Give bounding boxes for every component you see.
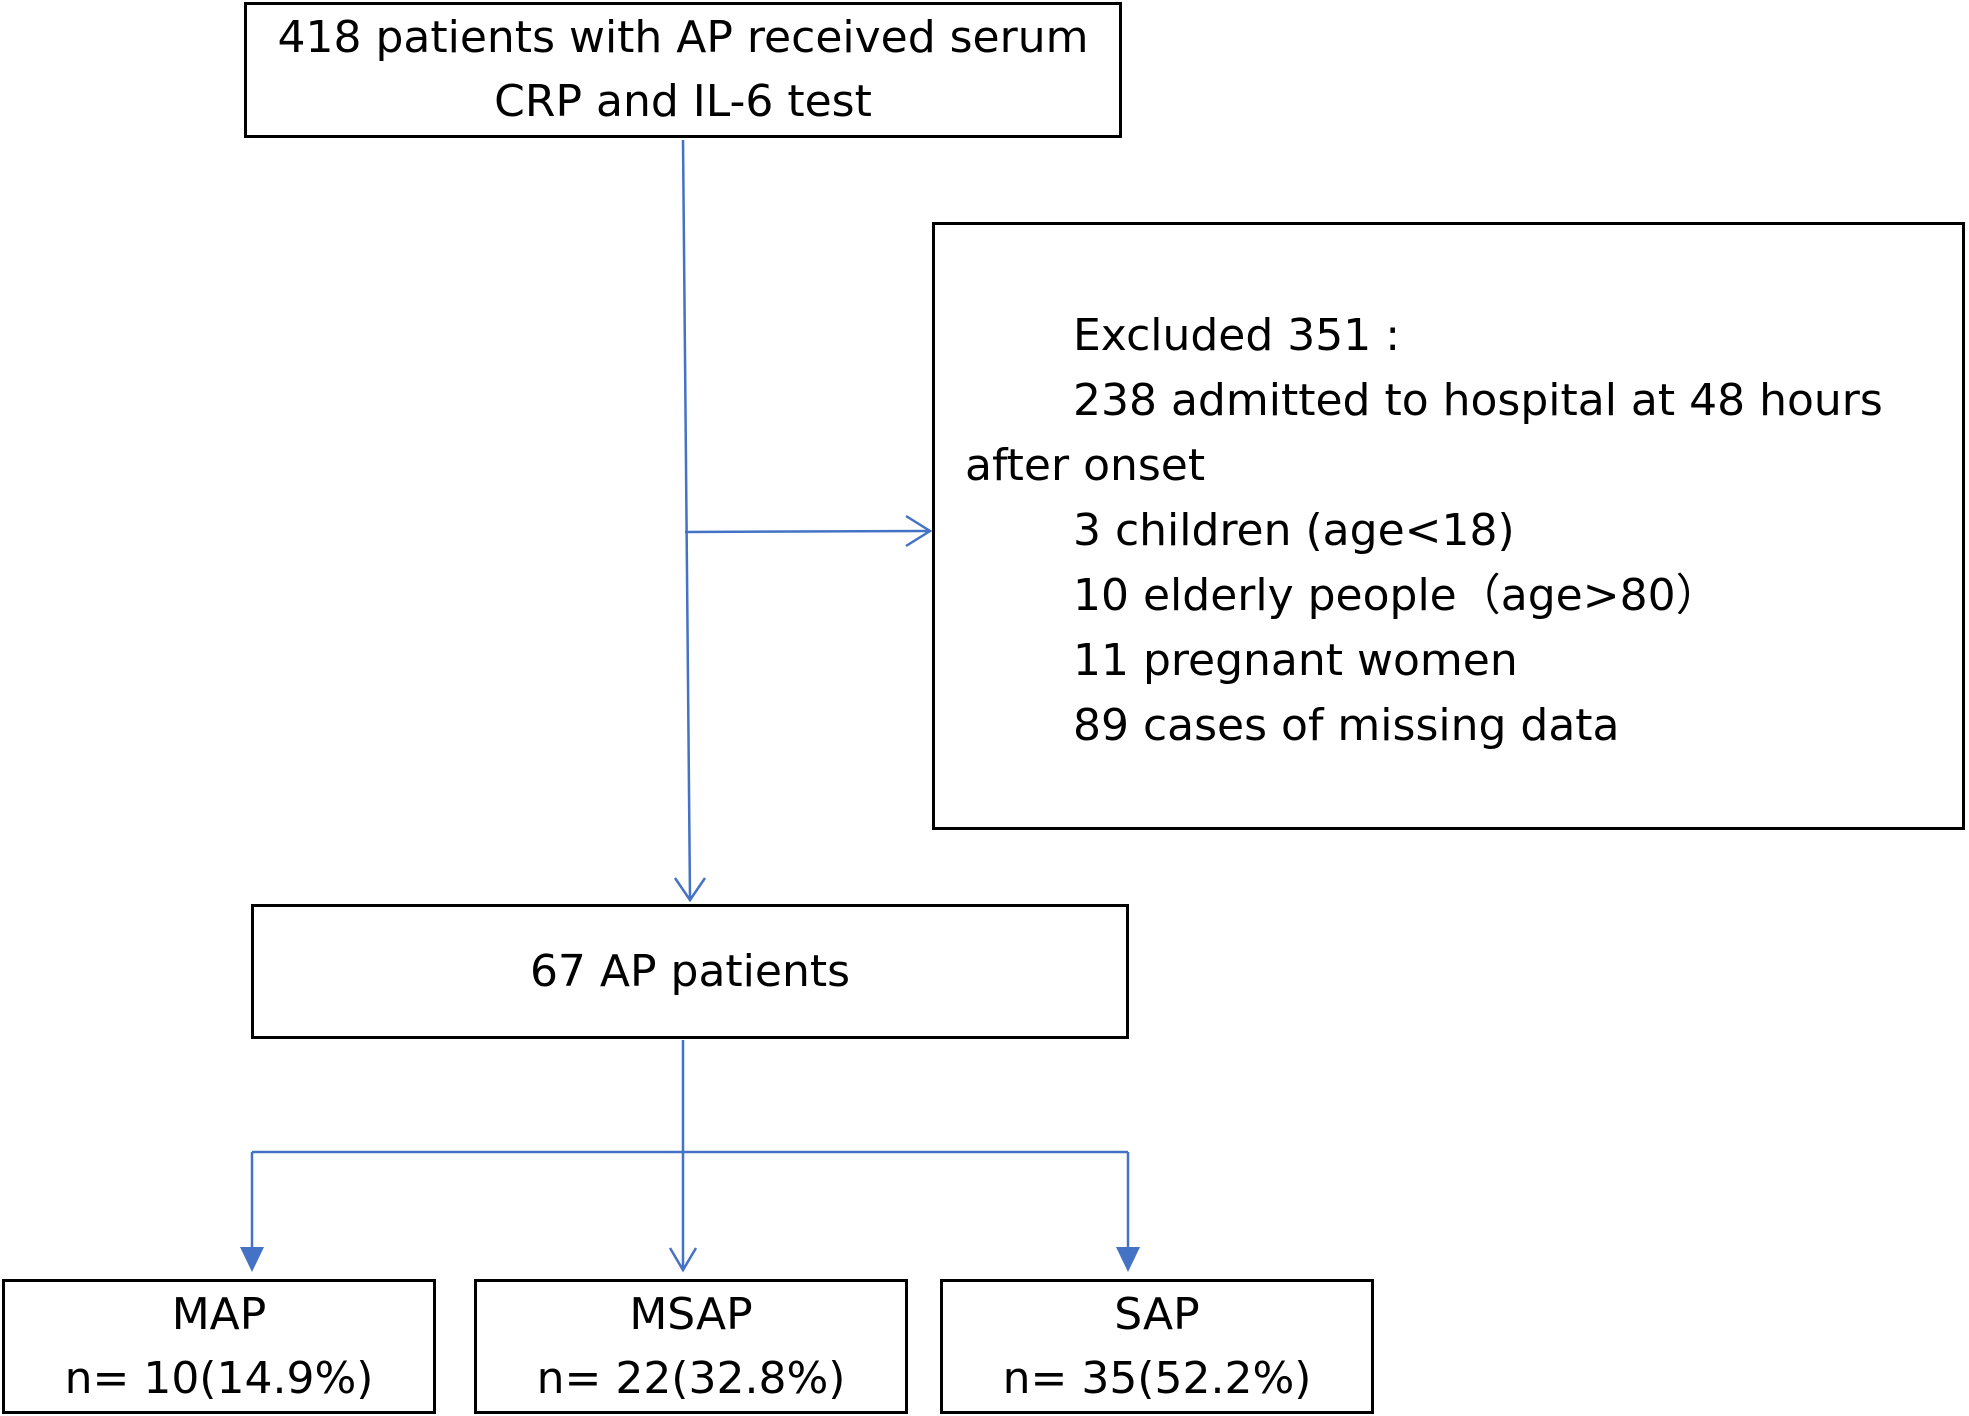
excluded-reason-2: 3 children (age<18) [1073, 505, 1515, 556]
excluded-box: Excluded 351 : 238 admitted to hospital … [932, 222, 1965, 830]
arrowhead-excluded [905, 514, 933, 548]
group-count-sap: n= 35(52.2%) [1002, 1352, 1312, 1404]
excluded-reason-1: 238 admitted to hospital at 48 hours [1073, 375, 1883, 426]
group-box-map: MAP n= 10(14.9%) [2, 1279, 436, 1414]
arrowhead-msap [668, 1247, 698, 1273]
group-count-map: n= 10(14.9%) [64, 1352, 374, 1404]
arrowhead-map [240, 1247, 264, 1272]
excluded-reason-1-continued: after onset [965, 440, 1206, 491]
group-name-msap: MSAP [629, 1288, 753, 1340]
connector-start-to-included [681, 139, 692, 899]
group-name-sap: SAP [1114, 1288, 1200, 1340]
group-name-map: MAP [171, 1288, 267, 1340]
group-count-msap: n= 22(32.8%) [536, 1352, 846, 1404]
start-line-1: 418 patients with AP received serum [277, 12, 1089, 63]
included-label: 67 AP patients [529, 945, 851, 997]
group-box-msap: MSAP n= 22(32.8%) [474, 1279, 908, 1414]
start-line-2: CRP and IL-6 test [494, 76, 872, 127]
included-box: 67 AP patients [251, 904, 1129, 1039]
excluded-heading: Excluded 351 : [1073, 310, 1401, 361]
excluded-text: Excluded 351 : 238 admitted to hospital … [965, 303, 1942, 758]
excluded-reason-5: 89 cases of missing data [1073, 700, 1620, 751]
group-box-sap: SAP n= 35(52.2%) [940, 1279, 1374, 1414]
excluded-reason-3: 10 elderly people（age>80） [1073, 570, 1720, 621]
arrowhead-included [673, 877, 707, 903]
arrowhead-sap [1116, 1247, 1140, 1272]
start-box: 418 patients with AP received serum CRP … [244, 2, 1122, 138]
excluded-reason-4: 11 pregnant women [1073, 635, 1518, 686]
connector-to-excluded [684, 529, 929, 534]
